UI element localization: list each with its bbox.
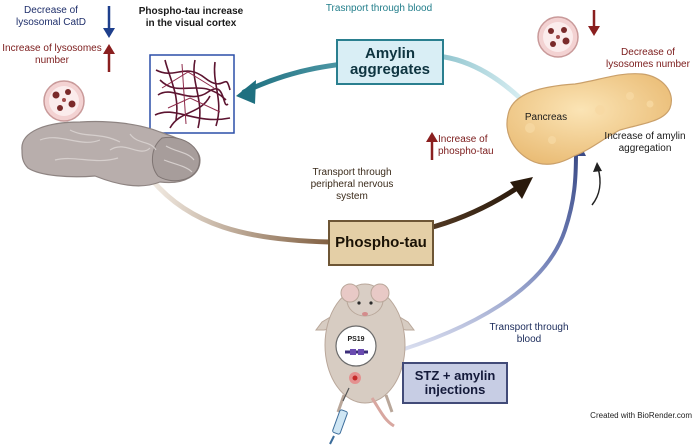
mouse-transport-arrow [383, 150, 578, 357]
amylin-aggregation-label: Increase of amylin aggregation [604, 131, 686, 154]
aggregation-arrowhead [593, 162, 602, 172]
phospho-tau-box-label: Phospho-tau [335, 234, 427, 251]
phospho-tau-title: Phospho-tau increase in the visual corte… [138, 6, 244, 29]
mouse-blood-transport-label: Transport through blood [489, 322, 569, 345]
amylin-aggregates-box: Amylin aggregates [336, 39, 444, 85]
pancreas-image [506, 73, 672, 165]
lysosome-icon-left [43, 80, 85, 122]
brain-image [21, 120, 201, 187]
amylin-aggregates-label: Amylin aggregates [349, 45, 431, 78]
ps19-badge: PS19 [347, 336, 365, 343]
catd-decrease-arrow-icon [103, 6, 115, 38]
phospho-increase-label: Increase of phospho-tau [438, 134, 494, 157]
aggregation-arrow [591, 167, 601, 206]
brain-lysosome-label: Increase of lysosomes number [2, 43, 102, 66]
nerve-transport-arrowhead [510, 177, 533, 199]
injection-box-label: STZ + amylin injections [414, 368, 496, 397]
phospho-tau-box: Phospho-tau [328, 220, 434, 266]
pancreas-lysosome-decrease-arrow-icon [588, 10, 600, 36]
blood-transport-arrowhead [236, 80, 256, 104]
lysosome-icon-right [537, 16, 579, 58]
phospho-increase-arrow-icon [426, 132, 438, 160]
ps19-badge-graphic [335, 325, 377, 367]
phospho-tau-fibrils-image [149, 54, 235, 134]
catd-label: Decrease of lysosomal CatD [15, 5, 87, 28]
pancreas-label: Pancreas [524, 112, 568, 123]
biorender-credit: Created with BioRender.com [590, 411, 692, 420]
nerve-transport-label: Transport through peripheral nervous sys… [310, 167, 394, 202]
pancreas-lysosome-label: Decrease of lysosomes number [606, 47, 690, 70]
injection-box: STZ + amylin injections [402, 362, 508, 404]
syringe-icon [329, 387, 350, 445]
lysosome-increase-arrow-icon [103, 44, 115, 72]
blood-transport-label: Trasnport through blood [325, 3, 433, 14]
